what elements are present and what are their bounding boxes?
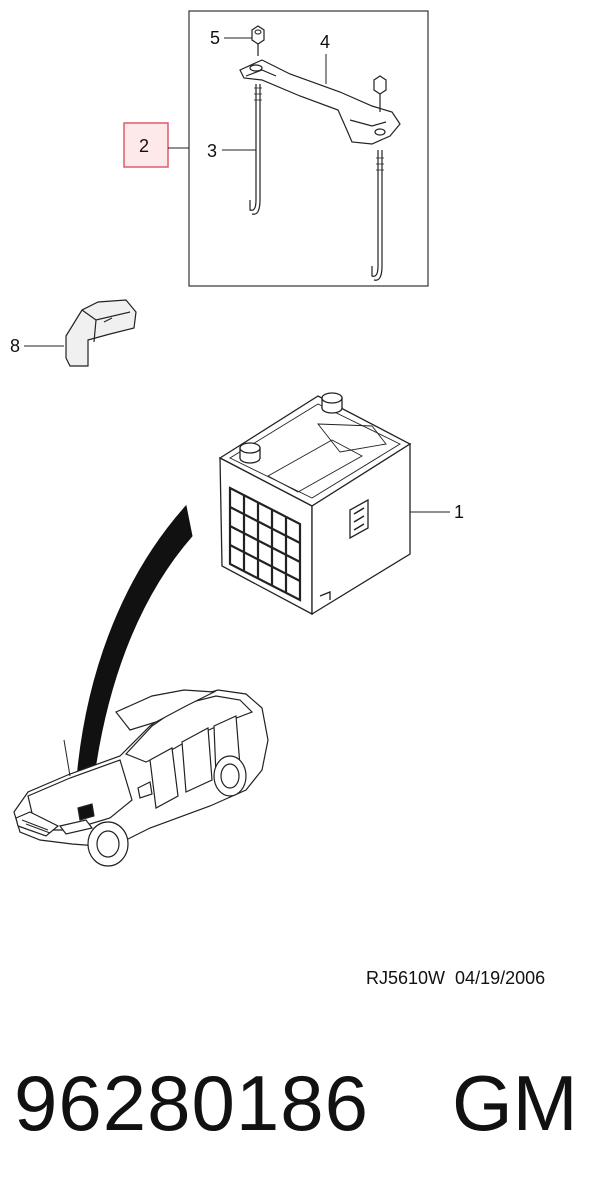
j-bolt-right-icon	[371, 150, 384, 281]
drawing-code: RJ5610W	[366, 968, 446, 988]
location-pointer	[75, 504, 193, 793]
part-number: 96280186	[14, 1059, 370, 1147]
battery-icon	[218, 392, 412, 616]
right-nut-icon	[373, 75, 387, 112]
callout-2: 2	[139, 136, 149, 156]
car-icon	[13, 689, 269, 867]
callout-8: 8	[10, 336, 20, 356]
terminal-cover-icon	[65, 299, 137, 367]
callout-5: 5	[210, 28, 220, 48]
callout-4: 4	[320, 32, 330, 52]
brand-name: GM	[452, 1059, 578, 1147]
nut-icon	[251, 25, 265, 56]
callout-1: 1	[454, 502, 464, 522]
hold-down-bracket-icon	[239, 59, 401, 145]
kit-frame	[188, 10, 429, 287]
j-bolt-left-icon	[249, 84, 262, 215]
callout-2-highlight	[123, 122, 169, 168]
callout-3: 3	[207, 141, 217, 161]
drawing-reference: RJ5610W 04/19/2006	[366, 968, 545, 989]
drawing-date: 04/19/2006	[455, 968, 546, 988]
